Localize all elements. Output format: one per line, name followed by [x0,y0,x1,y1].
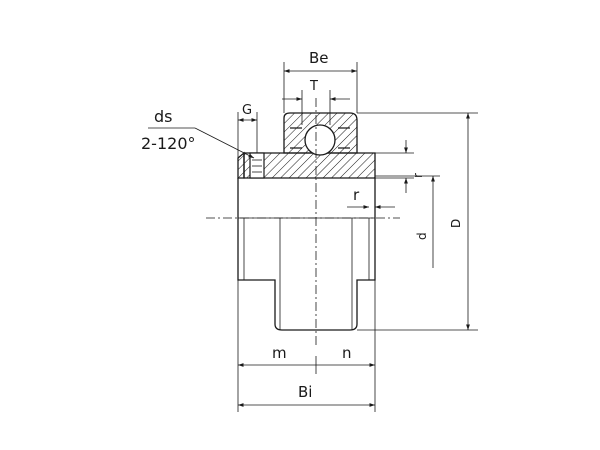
dimension-inner-d [375,175,440,268]
dimension-t [282,90,350,125]
label-g: G [242,103,253,118]
label-r-horizontal: r [353,186,360,204]
center-lines [206,98,400,345]
dimension-g [237,112,258,158]
label-be: Be [309,49,329,67]
dimension-r-vertical [375,140,414,193]
outer-ring-section [283,112,358,156]
dimension-m-n [237,280,376,412]
dimension-be [283,62,358,113]
label-ds: ds [154,107,173,126]
label-r-vertical: r [411,173,425,178]
label-n: n [342,344,352,362]
label-angle: 2-120° [141,134,196,153]
label-bi: Bi [298,383,313,401]
label-inner-d: d [415,232,429,240]
dimension-outer-d [357,112,478,331]
ds-leader [148,127,255,159]
inner-ring-section [237,151,376,179]
label-outer-d: D [449,218,463,228]
label-t: T [310,79,318,94]
label-m: m [272,344,287,362]
